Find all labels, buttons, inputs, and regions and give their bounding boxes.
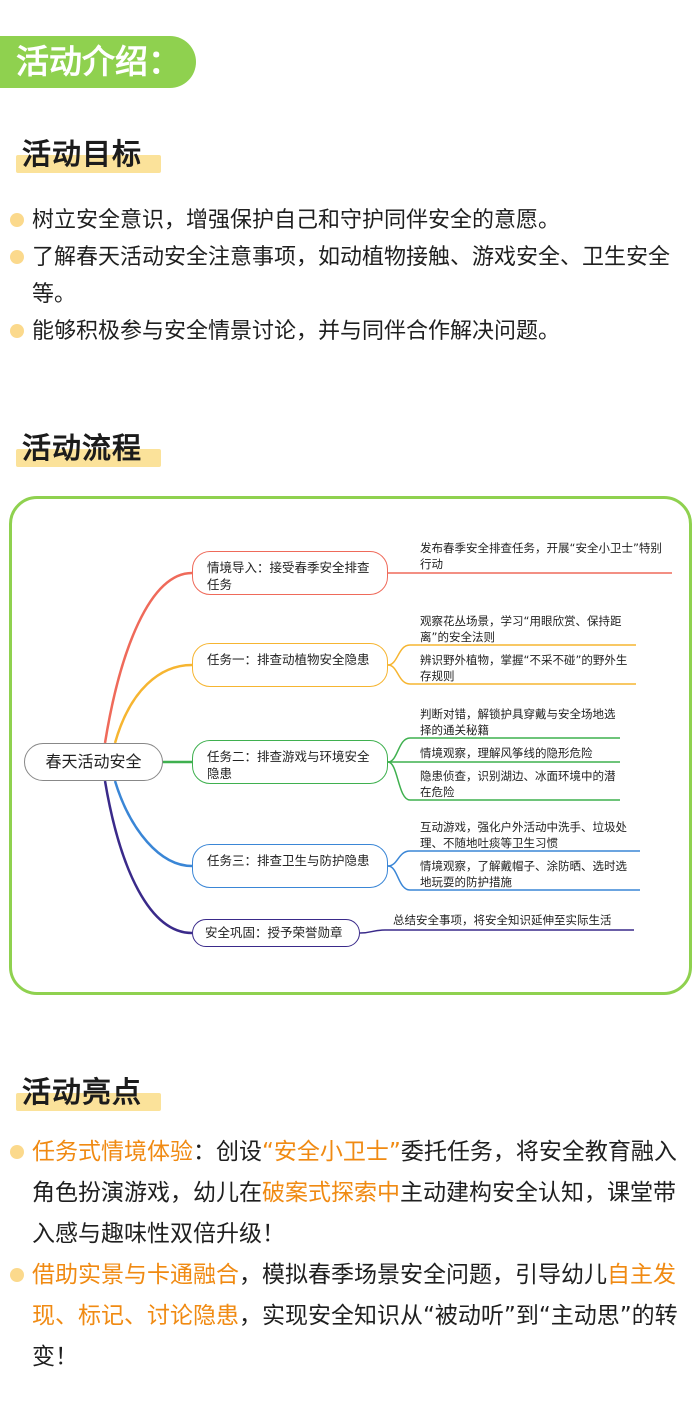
- mindmap-branch-1: 任务一：排查动植物安全隐患: [192, 643, 388, 687]
- mindmap-branch-0: 情境导入：接受春季安全排查任务: [192, 551, 388, 595]
- mindmap-branch-2: 任务二：排查游戏与环境安全隐患: [192, 740, 388, 784]
- mindmap-branch-4: 安全巩固：授予荣誉勋章: [192, 919, 360, 947]
- bullet-dot: [10, 250, 24, 264]
- highlight-item: 借助实景与卡通融合，模拟春季场景安全问题，引导幼儿自主发现、标记、讨论隐患，实现…: [10, 1255, 692, 1378]
- highlight-accent: 借助实景与卡通融合: [32, 1262, 239, 1288]
- bullet-dot: [10, 213, 24, 227]
- mindmap-leaf: 情境观察，了解戴帽子、涂防晒、选时选地玩耍的防护措施: [420, 859, 627, 889]
- mindmap-frame: [9, 496, 692, 995]
- intro-header-text: 活动介绍：: [16, 42, 181, 81]
- mindmap-leaf: 判断对错，解锁护具穿戴与安全场地选择的通关秘籍: [420, 707, 616, 737]
- highlight-accent: 破案式探索中: [262, 1180, 400, 1206]
- leaf-line: [387, 865, 640, 891]
- highlight-item: 任务式情境体验：创设“安全小卫士”委托任务，将安全教育融入角色扮演游戏，幼儿在破…: [10, 1132, 692, 1255]
- leaf-line: [387, 761, 620, 801]
- mindmap-leaf: 情境观察，理解风筝线的隐形危险: [420, 746, 593, 760]
- highlights-list: 任务式情境体验：创设“安全小卫士”委托任务，将安全教育融入角色扮演游戏，幼儿在破…: [10, 1132, 692, 1378]
- highlight-text: ：创设: [193, 1139, 262, 1165]
- highlight-text: 主动建构安全认知，课堂带入感与趣味性双倍升级！: [32, 1180, 676, 1247]
- goal-text: 能够积极参与安全情景讨论，并与同伴合作解决问题。: [32, 319, 561, 344]
- highlights-section-title: 活动亮点: [16, 1069, 161, 1111]
- bullet-dot: [10, 324, 24, 338]
- goals-section-title: 活动目标: [16, 131, 161, 173]
- mindmap-leaf: 辨识野外植物，掌握“不采不碰”的野外生存规则: [420, 653, 628, 683]
- goals-title-text: 活动目标: [22, 137, 143, 171]
- leaf-line: [387, 644, 636, 666]
- goal-item: 了解春天活动安全注意事项，如动植物接触、游戏安全、卫生安全等。: [10, 239, 692, 313]
- highlight-text: ，实现安全知识从“被动听”到“主动思”的转变！: [32, 1303, 678, 1370]
- goal-text: 树立安全意识，增强保护自己和守护同伴安全的意愿。: [32, 208, 561, 233]
- goals-list: 树立安全意识，增强保护自己和守护同伴安全的意愿。 了解春天活动安全注意事项，如动…: [10, 202, 692, 350]
- leaf-line: [387, 664, 636, 685]
- intro-header: 活动介绍：: [0, 36, 196, 88]
- mindmap-branch-3: 任务三：排查卫生与防护隐患: [192, 844, 388, 888]
- goal-item: 树立安全意识，增强保护自己和守护同伴安全的意愿。: [10, 202, 692, 239]
- highlight-text: ，模拟春季场景安全问题，引导幼儿: [239, 1262, 607, 1288]
- mindmap-root: 春天活动安全: [24, 743, 163, 781]
- mindmap-leaf: 隐患侦查，识别湖边、冰面环境中的潜在危险: [420, 769, 616, 799]
- leaf-line: [387, 737, 620, 763]
- leaf-line: [387, 850, 640, 867]
- mindmap-connectors: [103, 571, 672, 935]
- highlight-accent: 任务式情境体验: [32, 1139, 193, 1165]
- highlight-text: 委托任务，将安全教育融入角色扮演游戏，幼儿在: [32, 1139, 677, 1206]
- branch-curve-1: [113, 663, 193, 744]
- highlights-title-text: 活动亮点: [22, 1075, 143, 1109]
- leaf-line: [359, 929, 634, 934]
- title-highlight: [16, 155, 161, 173]
- title-highlight: [16, 1093, 161, 1111]
- title-highlight: [16, 449, 161, 467]
- highlight-accent: 自主发现、标记、讨论隐患: [32, 1262, 676, 1329]
- goal-text: 了解春天活动安全注意事项，如动植物接触、游戏安全、卫生安全等。: [32, 245, 671, 307]
- mindmap-leaf: 互动游戏，强化户外活动中洗手、垃圾处理、不随地吐痰等卫生习惯: [420, 820, 627, 850]
- flow-section-title: 活动流程: [16, 425, 161, 467]
- mindmap-leaf: 总结安全事项，将安全知识延伸至实际生活: [393, 913, 612, 927]
- mindmap-leaf: 发布春季安全排查任务，开展“安全小卫士”特别行动: [420, 541, 662, 571]
- highlight-accent: “安全小卫士”: [262, 1139, 401, 1165]
- flow-title-text: 活动流程: [22, 431, 143, 465]
- branch-curve-4: [103, 780, 193, 935]
- branch-curve-0: [103, 571, 193, 744]
- branch-curve-3: [113, 780, 193, 868]
- mindmap-leaf: 观察花丛场景，学习“用眼欣赏、保持距离”的安全法则: [420, 614, 622, 644]
- bullet-dot: [10, 1145, 24, 1159]
- goal-item: 能够积极参与安全情景讨论，并与同伴合作解决问题。: [10, 313, 692, 350]
- bullet-dot: [10, 1268, 24, 1282]
